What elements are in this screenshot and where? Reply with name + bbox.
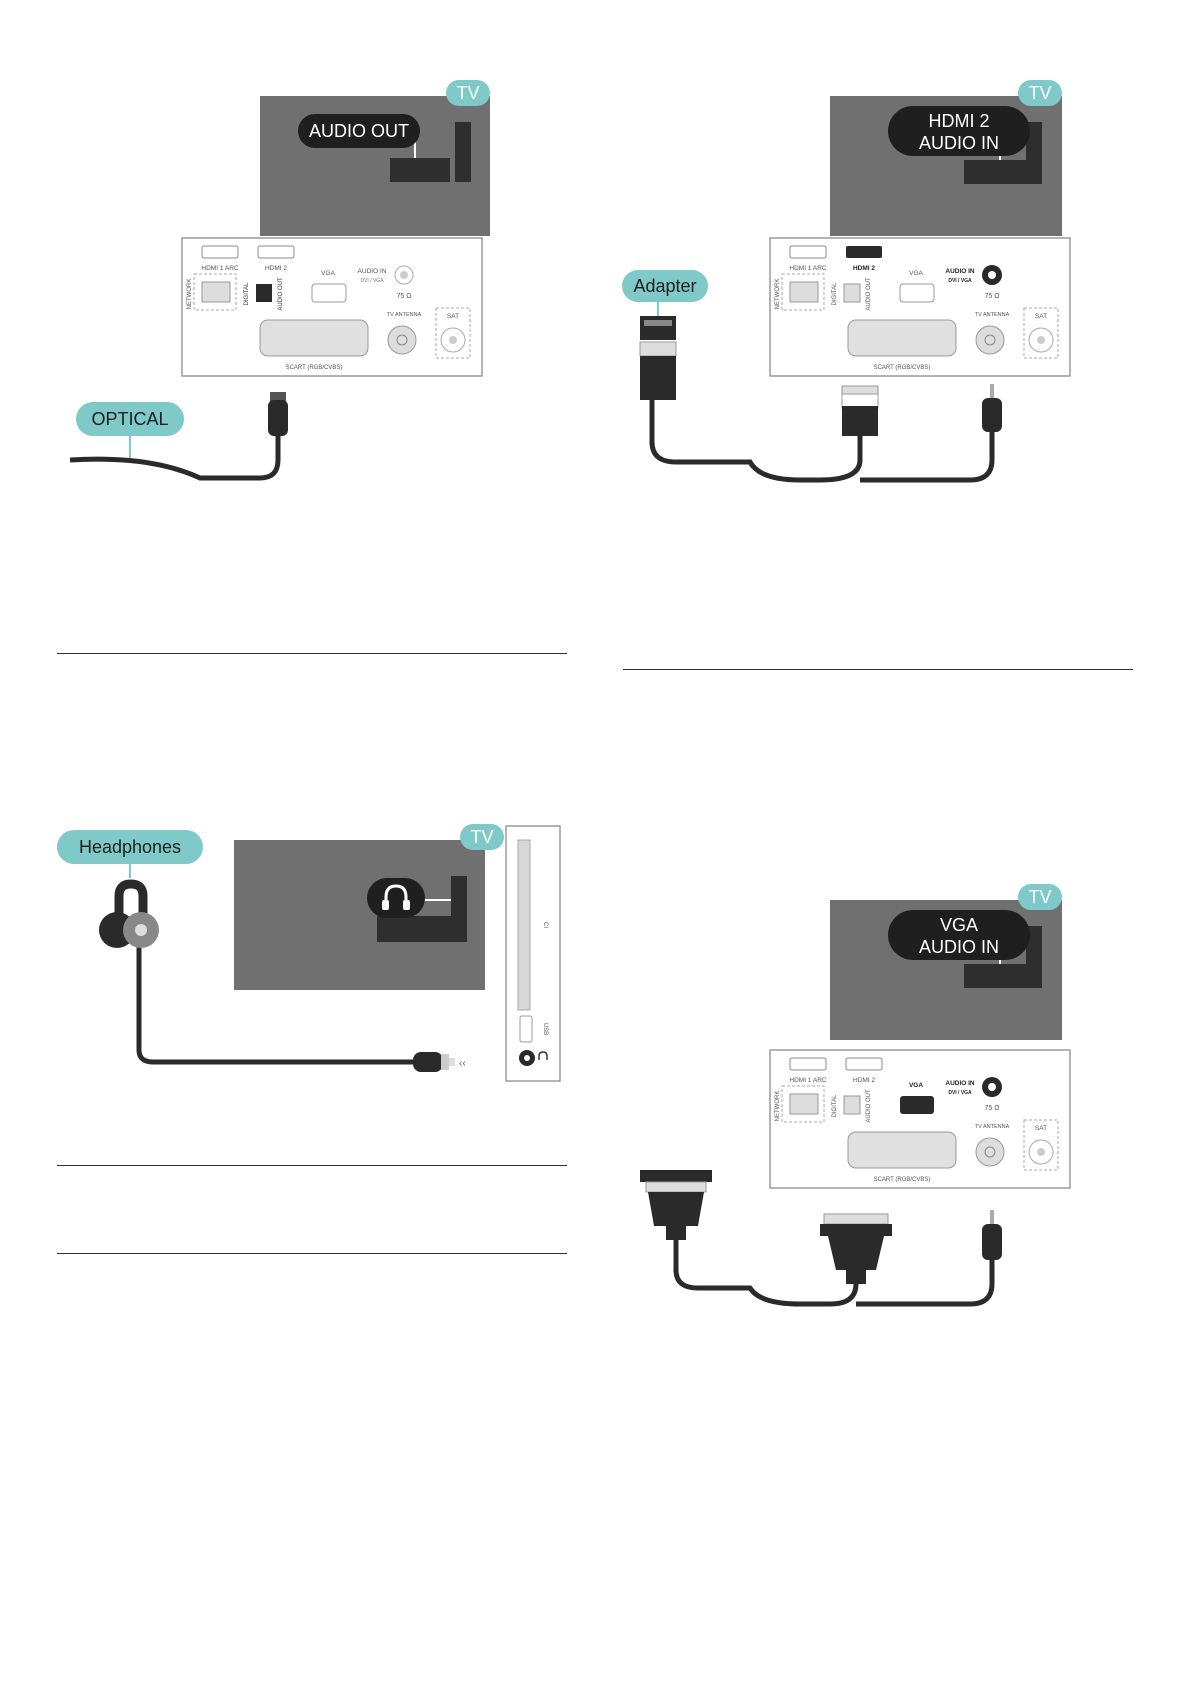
sat-label: SAT — [447, 313, 459, 320]
hdmi1-label: HDMI 1 ARC — [201, 265, 239, 272]
tv-body — [234, 840, 485, 990]
side-connector-panel: CI USB — [505, 825, 561, 1082]
tv-badge — [446, 80, 490, 106]
audio-in-label: AUDIO IN — [945, 1080, 975, 1087]
usb-label: USB — [542, 1023, 548, 1035]
audio-jack-plug — [990, 1210, 994, 1224]
hdmi1-label: HDMI 1 ARC — [789, 265, 827, 272]
port-callout-line1: VGA — [940, 915, 978, 935]
hdmi-cable — [649, 398, 863, 483]
port-callout-line2: AUDIO IN — [919, 937, 999, 957]
audio-in-label: AUDIO IN — [358, 268, 387, 275]
vga-label: VGA — [321, 270, 335, 277]
hdmi1-label: HDMI 1 ARC — [789, 1077, 827, 1084]
port-callout-text: AUDIO OUT — [309, 121, 409, 141]
hdmi-plug — [841, 393, 879, 409]
digital-label: DIGITAL — [832, 1094, 838, 1118]
tv-antenna-label: TV ANTENNA — [975, 1124, 1010, 1130]
ohm-label: 75 Ω — [397, 293, 412, 300]
svg-text:‹‹: ‹‹ — [459, 1058, 466, 1069]
vga-label: VGA — [909, 270, 923, 277]
digital-label: DIGITAL — [832, 282, 838, 306]
headphone-plug — [413, 1052, 443, 1072]
tv-badge — [1018, 80, 1062, 106]
connector-panel: HDMI 1 ARC HDMI 2 NETWORK DIGITAL AUDIO … — [769, 1049, 1071, 1189]
section-divider-4 — [57, 1253, 567, 1254]
cable-label-text: OPTICAL — [91, 409, 168, 429]
digital-label: DIGITAL — [244, 282, 250, 306]
hdmi2-label: HDMI 2 — [853, 1077, 875, 1084]
adapter-plug — [640, 316, 676, 340]
audio-cable — [860, 430, 995, 483]
headphones-icon — [382, 884, 410, 910]
sat-label: SAT — [1035, 1125, 1047, 1132]
connector-panel: HDMI 1 ARC HDMI 2 NETWORK DIGITAL AUDIO … — [769, 237, 1071, 377]
audio-out-label: AUDIO OUT — [866, 277, 872, 311]
audio-in-sub-label: DVI / VGA — [948, 1090, 972, 1096]
port-callout — [888, 106, 1030, 156]
headphone-port — [377, 916, 451, 942]
audio-jack-plug — [990, 384, 994, 398]
audio-out-port — [390, 158, 450, 182]
ci-label: CI — [542, 922, 548, 928]
tv-badge — [1018, 884, 1062, 910]
hdmi2-label: HDMI 2 — [265, 265, 287, 272]
port-callout-line2: AUDIO IN — [919, 133, 999, 153]
hdmi2-label: HDMI 2 — [853, 265, 875, 272]
cable-label-text: Adapter — [633, 276, 696, 296]
section-divider-1 — [57, 653, 567, 654]
sat-label: SAT — [1035, 313, 1047, 320]
vga-cable — [673, 1238, 859, 1307]
vga-plug-right — [820, 1213, 892, 1284]
ohm-label: 75 Ω — [985, 293, 1000, 300]
scart-label: SCART (RGB/CVBS) — [286, 365, 343, 371]
hdmi2-panel-port — [846, 246, 882, 258]
cable-label-badge — [57, 830, 203, 864]
tv-badge-text: TV — [1028, 83, 1051, 103]
headphone-cable — [136, 928, 415, 1065]
optical-cable — [70, 436, 281, 481]
port-callout — [367, 878, 425, 918]
scart-label: SCART (RGB/CVBS) — [874, 365, 931, 371]
optical-plug — [270, 392, 286, 402]
audio-cable — [856, 1260, 995, 1307]
audio-in-sub-label: DVI / VGA — [360, 278, 384, 284]
vga-audio-port — [964, 964, 1026, 988]
port-callout-line1: HDMI 2 — [928, 111, 989, 131]
optical-connection-diagram: TV AUDIO OUT HDMI 1 ARC HDMI 2 NETWORK D… — [70, 80, 490, 481]
cable-label-text: Headphones — [79, 837, 181, 857]
section-divider-3 — [57, 1165, 567, 1166]
hdmi2-port — [964, 160, 1026, 184]
headphones-illustration — [99, 879, 159, 948]
vga-plug-left — [640, 1170, 712, 1240]
hdmi-adapter-connection-diagram: TV HDMI 2 AUDIO IN HDMI 1 ARC HDMI 2 NET… — [622, 80, 1071, 483]
port-callout — [298, 114, 420, 148]
network-label: NETWORK — [775, 1091, 781, 1122]
port-callout — [888, 910, 1030, 960]
tv-antenna-label: TV ANTENNA — [387, 312, 422, 318]
audio-out-label: AUDIO OUT — [278, 277, 284, 311]
tv-badge-text: TV — [456, 83, 479, 103]
headphones-connection-diagram: TV CI USB ‹‹ Headphones — [57, 824, 561, 1082]
connector-panel: HDMI 1 ARC HDMI 2 NETWORK DIGITAL AUDIO … — [181, 237, 483, 377]
audio-in-label: AUDIO IN — [945, 268, 975, 275]
section-divider-2 — [623, 669, 1133, 670]
cable-label-badge — [76, 402, 184, 436]
network-label: NETWORK — [775, 279, 781, 310]
network-label: NETWORK — [187, 279, 193, 310]
audio-in-sub-label: DVI / VGA — [948, 278, 972, 284]
optical-port — [256, 284, 272, 302]
vga-connection-diagram: TV VGA AUDIO IN HDMI 1 ARC HDMI 2 NETWOR… — [640, 884, 1071, 1307]
vga-label: VGA — [909, 1082, 923, 1089]
tv-badge-text: TV — [1028, 887, 1051, 907]
audio-out-label: AUDIO OUT — [866, 1089, 872, 1123]
ohm-label: 75 Ω — [985, 1105, 1000, 1112]
tv-antenna-label: TV ANTENNA — [975, 312, 1010, 318]
scart-label: SCART (RGB/CVBS) — [874, 1177, 931, 1183]
tv-badge — [460, 824, 504, 850]
tv-badge-text: TV — [470, 827, 493, 847]
vga-panel-port — [900, 1096, 934, 1114]
cable-label-badge — [622, 270, 708, 302]
